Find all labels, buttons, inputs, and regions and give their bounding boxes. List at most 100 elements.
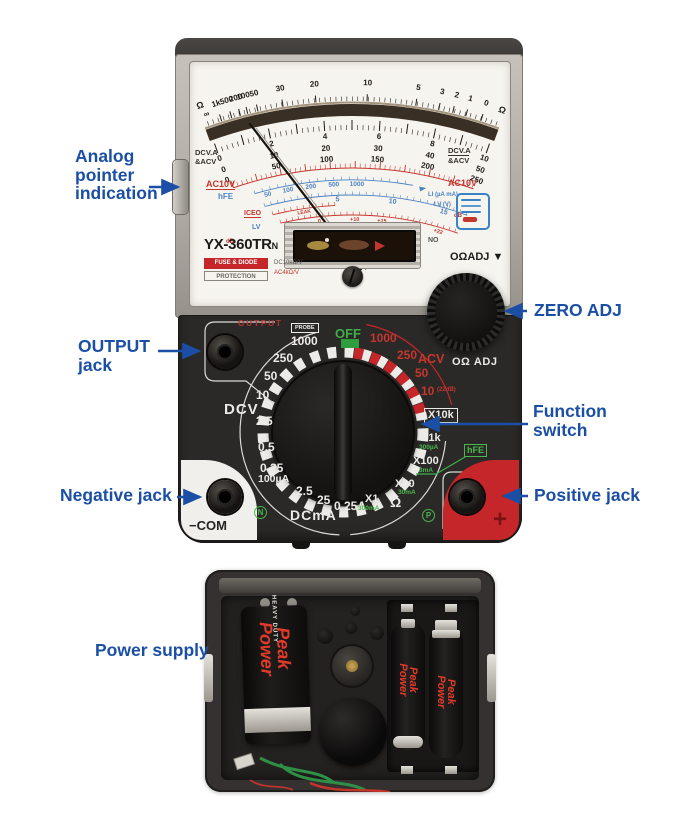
svg-text:Ω: Ω [497, 104, 507, 116]
annotation-zero-adj: ZERO ADJ [534, 300, 622, 320]
ohm-x1-current: 300mA [358, 505, 380, 512]
plus-label: + [493, 506, 508, 533]
case-foot [292, 541, 310, 549]
spec-ac: AC4kΩ/V [274, 270, 299, 276]
svg-text:0: 0 [224, 175, 232, 185]
protection-badge: PROTECTION [204, 271, 268, 281]
ohm-x100-current: 3mA [419, 467, 434, 474]
dial-right-dcva: DCV.A [448, 146, 471, 155]
acv-tick-arc [353, 347, 428, 420]
battery-terminal [260, 598, 270, 608]
off-position-marker [341, 339, 359, 348]
svg-text:10: 10 [388, 198, 397, 206]
hfe-badge: hFE [464, 444, 487, 457]
ohm-adj-pointer-label: OΩADJ ▼ [450, 251, 503, 263]
ohm-x1k: X1k [421, 432, 441, 444]
buzzer [319, 698, 387, 766]
holder-contact [401, 604, 413, 612]
acv-10: 10 [421, 384, 435, 398]
dcv-50: 50 [264, 369, 278, 383]
spec-dc: DC10kΩ/V [274, 260, 303, 266]
svg-text:5: 5 [416, 83, 422, 93]
output-jack [208, 335, 242, 369]
left-latch-slot [204, 654, 213, 702]
positive-jack [450, 480, 484, 514]
svg-text:100: 100 [236, 90, 252, 102]
mirror-plate [285, 223, 420, 268]
svg-text:50: 50 [264, 190, 273, 199]
svg-text:20: 20 [321, 144, 331, 154]
ohm-adj-text: OΩADJ [450, 251, 490, 263]
battery-terminal [287, 598, 297, 608]
output-label: OUTPUT [238, 319, 283, 328]
svg-text:500: 500 [328, 181, 340, 189]
dial-right-lv: LV (V) [434, 202, 451, 208]
annotation-power-supply: Power supply [95, 640, 209, 660]
svg-text:+22: +22 [433, 228, 444, 236]
com-label: −COM [189, 518, 227, 533]
dial-left-db: dB [226, 239, 234, 245]
annotation-output-jack: OUTPUT jack [78, 336, 150, 375]
svg-text:50: 50 [475, 164, 487, 176]
dial-left-lv: LV [252, 224, 261, 231]
approval-stamp [456, 193, 490, 230]
dcma-label: DCmA [290, 507, 337, 523]
svg-text:4: 4 [323, 132, 329, 141]
probe-badge: PROBE [291, 323, 319, 333]
ohm-unit-label: Ω [390, 494, 402, 510]
svg-text:150: 150 [370, 154, 384, 164]
dial-left-dcva: DCV.A [195, 148, 218, 157]
svg-text:40: 40 [425, 150, 436, 161]
negative-jack [208, 480, 242, 514]
p-terminal-mark: P [422, 509, 435, 522]
annotation-analog-pointer: Analog pointer indication [75, 146, 158, 204]
svg-text:8: 8 [429, 139, 436, 149]
right-latch-slot [487, 654, 496, 702]
screw-boss [332, 646, 372, 686]
svg-text:30: 30 [275, 83, 286, 93]
holder-contact [445, 604, 457, 612]
dcv-1000: 1000 [291, 334, 318, 348]
dial-right-acv: &ACV [448, 155, 470, 165]
holder-contact [401, 766, 413, 774]
dial-right-li: LI (µA mA) [428, 192, 458, 198]
svg-text:10: 10 [363, 78, 373, 87]
ohm-adj-label: OΩ ADJ [452, 356, 498, 368]
dcma-2p5: 2.5 [296, 484, 313, 498]
ohm-x10-current: 30mA [398, 489, 416, 496]
acv-250: 250 [397, 348, 418, 362]
ohm-x100: X100 [413, 455, 439, 467]
function-switch-knob [271, 360, 415, 504]
annotation-function-switch: Function switch [533, 401, 607, 440]
svg-text:2: 2 [454, 90, 461, 100]
dcv-label: DCV [224, 401, 259, 418]
svg-text:100: 100 [320, 154, 334, 164]
mirror-window [293, 230, 416, 262]
dial-right-ac10v: AC10V [448, 178, 478, 188]
svg-text:250: 250 [469, 173, 485, 186]
no-label: NO [428, 237, 439, 244]
dial-left-ac10v: AC10V [206, 179, 236, 190]
dcma-0p25a: 0.25A [334, 499, 367, 513]
svg-text:2: 2 [269, 139, 276, 149]
dcv-250: 250 [273, 351, 294, 365]
battery-compartment: HEAVY DUTY Peak Power Peak Power Peak Po… [204, 570, 496, 792]
svg-text:200: 200 [420, 160, 435, 172]
dcv-0p25: 0.25 [260, 461, 284, 475]
acv-label: ACV [418, 352, 445, 366]
annotation-positive-jack: Positive jack [534, 485, 641, 505]
svg-text:15: 15 [439, 208, 449, 217]
svg-text:0: 0 [216, 153, 224, 163]
dial-right-db: dB [454, 213, 462, 219]
svg-text:1k: 1k [210, 98, 222, 109]
ohm-x10: X10 [395, 478, 415, 490]
zero-adj-knob [427, 273, 505, 351]
holder-contact [445, 766, 457, 774]
dcv-0p5: 0.5 [258, 440, 275, 454]
off-label: OFF [335, 326, 361, 341]
svg-text:50: 50 [271, 161, 282, 172]
model-label: YX-360TRN [204, 236, 278, 253]
dial-left-acv: &ACV [195, 157, 217, 166]
svg-text:100: 100 [282, 186, 294, 195]
svg-text:+10: +10 [350, 217, 359, 223]
